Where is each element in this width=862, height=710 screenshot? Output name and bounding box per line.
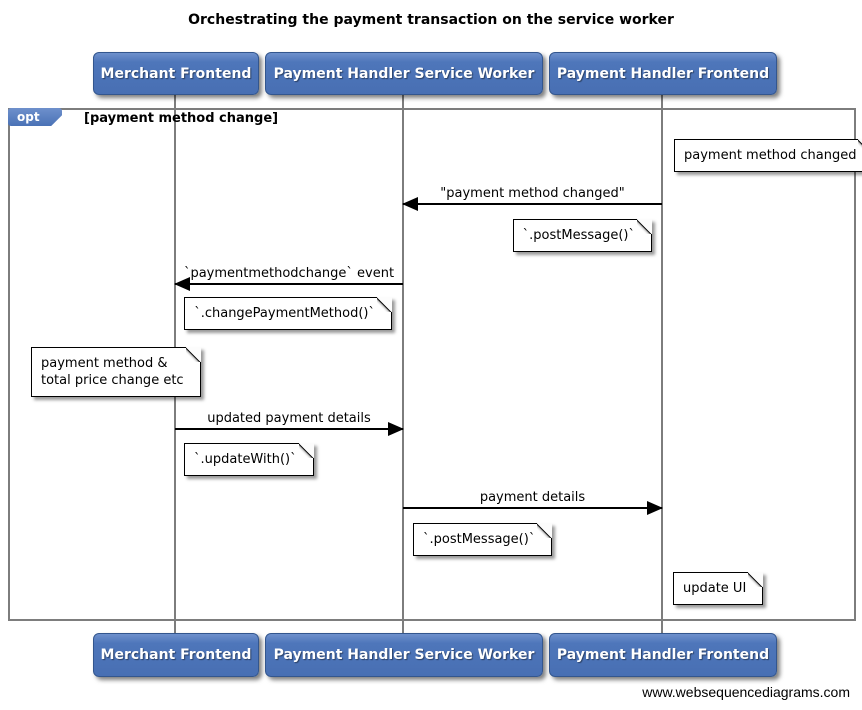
note-text: `.postMessage()` bbox=[522, 228, 635, 243]
actor-box-payment-handler-frontend-top: Payment Handler Frontend bbox=[549, 52, 777, 95]
note-text: `.changePaymentMethod()` bbox=[194, 306, 375, 321]
note-text-line: payment method & bbox=[41, 356, 168, 371]
note-payment-method-changed: payment method changed bbox=[674, 139, 862, 172]
lifeline-payment-handler-frontend bbox=[661, 93, 663, 633]
arrowhead-left-icon bbox=[174, 277, 190, 291]
note-fold-icon bbox=[377, 297, 392, 312]
note-fold-icon bbox=[637, 219, 652, 234]
message-label-payment-details: payment details bbox=[479, 490, 586, 505]
actor-box-payment-handler-frontend-bottom: Payment Handler Frontend bbox=[549, 633, 777, 677]
note-fold-icon bbox=[298, 443, 314, 458]
actor-box-payment-handler-service-worker-top: Payment Handler Service Worker bbox=[265, 52, 543, 95]
arrowhead-right-icon bbox=[388, 422, 404, 436]
message-label-updated-payment-details: updated payment details bbox=[207, 411, 371, 426]
note-postmessage-top: `.postMessage()` bbox=[512, 219, 652, 252]
arrowhead-right-icon bbox=[647, 501, 663, 515]
note-update-ui: update UI bbox=[673, 572, 764, 605]
message-arrow-payment-details bbox=[403, 501, 663, 515]
opt-frame-guard: [payment method change] bbox=[84, 110, 279, 126]
lifeline-payment-handler-service-worker bbox=[402, 93, 404, 633]
message-arrow-paymentmethodchange-event bbox=[174, 277, 403, 291]
note-updatewith: `.updateWith()` bbox=[184, 443, 314, 476]
message-label-payment-method-changed: "payment method changed" bbox=[440, 186, 625, 201]
message-label-paymentmethodchange-event: `paymentmethodchange` event bbox=[183, 266, 395, 281]
note-postmessage-bottom: `.postMessage()` bbox=[413, 523, 553, 556]
message-arrow-updated-payment-details bbox=[175, 422, 404, 436]
actor-box-merchant-frontend-top: Merchant Frontend bbox=[93, 52, 259, 95]
note-changepaymentmethod: `.changePaymentMethod()` bbox=[184, 297, 392, 330]
note-text: payment method changed bbox=[684, 148, 857, 163]
note-text-line: total price change etc bbox=[41, 373, 184, 388]
message-arrow-payment-method-changed bbox=[402, 197, 662, 211]
watermark-websequencediagrams: www.websequencediagrams.com bbox=[642, 684, 850, 700]
note-text: `.postMessage()` bbox=[423, 532, 536, 547]
note-fold-icon bbox=[748, 572, 764, 587]
note-payment-method-total-price: payment method & total price change etc bbox=[31, 347, 201, 397]
actor-box-merchant-frontend-bottom: Merchant Frontend bbox=[93, 633, 259, 677]
actor-box-payment-handler-service-worker-bottom: Payment Handler Service Worker bbox=[265, 633, 543, 677]
note-text: `.updateWith()` bbox=[194, 452, 297, 467]
note-fold-icon bbox=[185, 347, 201, 362]
diagram-title: Orchestrating the payment transaction on… bbox=[188, 12, 674, 28]
note-fold-icon bbox=[537, 523, 553, 538]
opt-frame-operator: opt bbox=[8, 108, 62, 126]
note-text: update UI bbox=[683, 581, 747, 596]
arrowhead-left-icon bbox=[402, 197, 418, 211]
opt-frame bbox=[8, 108, 856, 621]
note-fold-icon bbox=[858, 139, 862, 154]
